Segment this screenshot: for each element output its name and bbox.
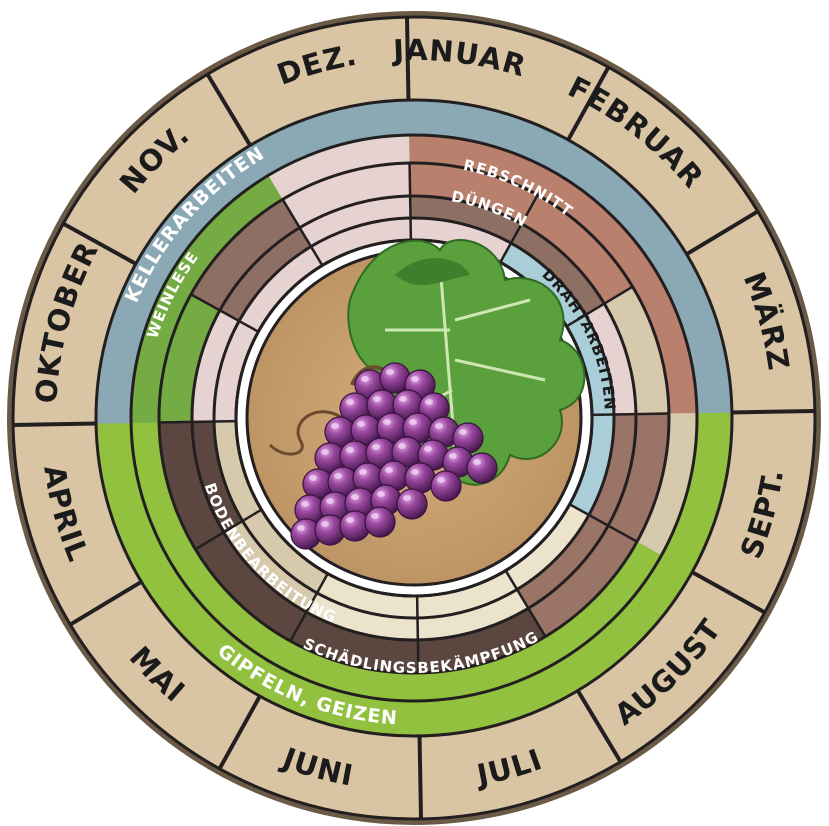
grape-highlight (373, 396, 381, 402)
grape-highlight (372, 444, 380, 450)
grape-highlight (424, 446, 432, 452)
grape-highlight (385, 467, 393, 473)
grape-highlight (411, 469, 419, 475)
grape-highlight (351, 494, 359, 500)
grape-highlight (386, 369, 394, 375)
grape-highlight (321, 521, 329, 527)
month-divider-6 (420, 736, 421, 819)
grape-highlight (297, 525, 305, 531)
grape-highlight (301, 501, 309, 507)
grape-highlight (326, 498, 334, 504)
grape-highlight (399, 396, 407, 402)
grape-berry (467, 453, 497, 483)
grape-highlight (331, 423, 339, 429)
grape-highlight (437, 477, 445, 483)
grape-berry (405, 463, 435, 493)
grape-highlight (359, 469, 367, 475)
grape-highlight (361, 376, 369, 382)
grape-highlight (473, 459, 481, 465)
grape-highlight (309, 475, 317, 481)
grape-highlight (321, 449, 329, 455)
grape-highlight (435, 423, 443, 429)
grape-highlight (425, 399, 433, 405)
cell-divider-0 (410, 163, 411, 240)
month-divider-9 (13, 424, 96, 425)
grape-highlight (357, 421, 365, 427)
grape-highlight (449, 453, 457, 459)
grape-highlight (383, 419, 391, 425)
grape-highlight (409, 419, 417, 425)
grape-highlight (334, 473, 342, 479)
grape-highlight (377, 491, 385, 497)
grape-highlight (411, 376, 419, 382)
grape-highlight (371, 513, 379, 519)
grape-highlight (403, 495, 411, 501)
cell-divider-9 (159, 421, 236, 422)
grape-berry (431, 471, 461, 501)
cell-divider-3 (592, 414, 669, 415)
grape-highlight (346, 447, 354, 453)
grape-highlight (346, 517, 354, 523)
grape-highlight (346, 399, 354, 405)
month-divider-3 (732, 411, 815, 412)
grape-berry (365, 507, 395, 537)
grape-berry (397, 489, 427, 519)
grape-highlight (459, 429, 467, 435)
grape-highlight (398, 443, 406, 449)
